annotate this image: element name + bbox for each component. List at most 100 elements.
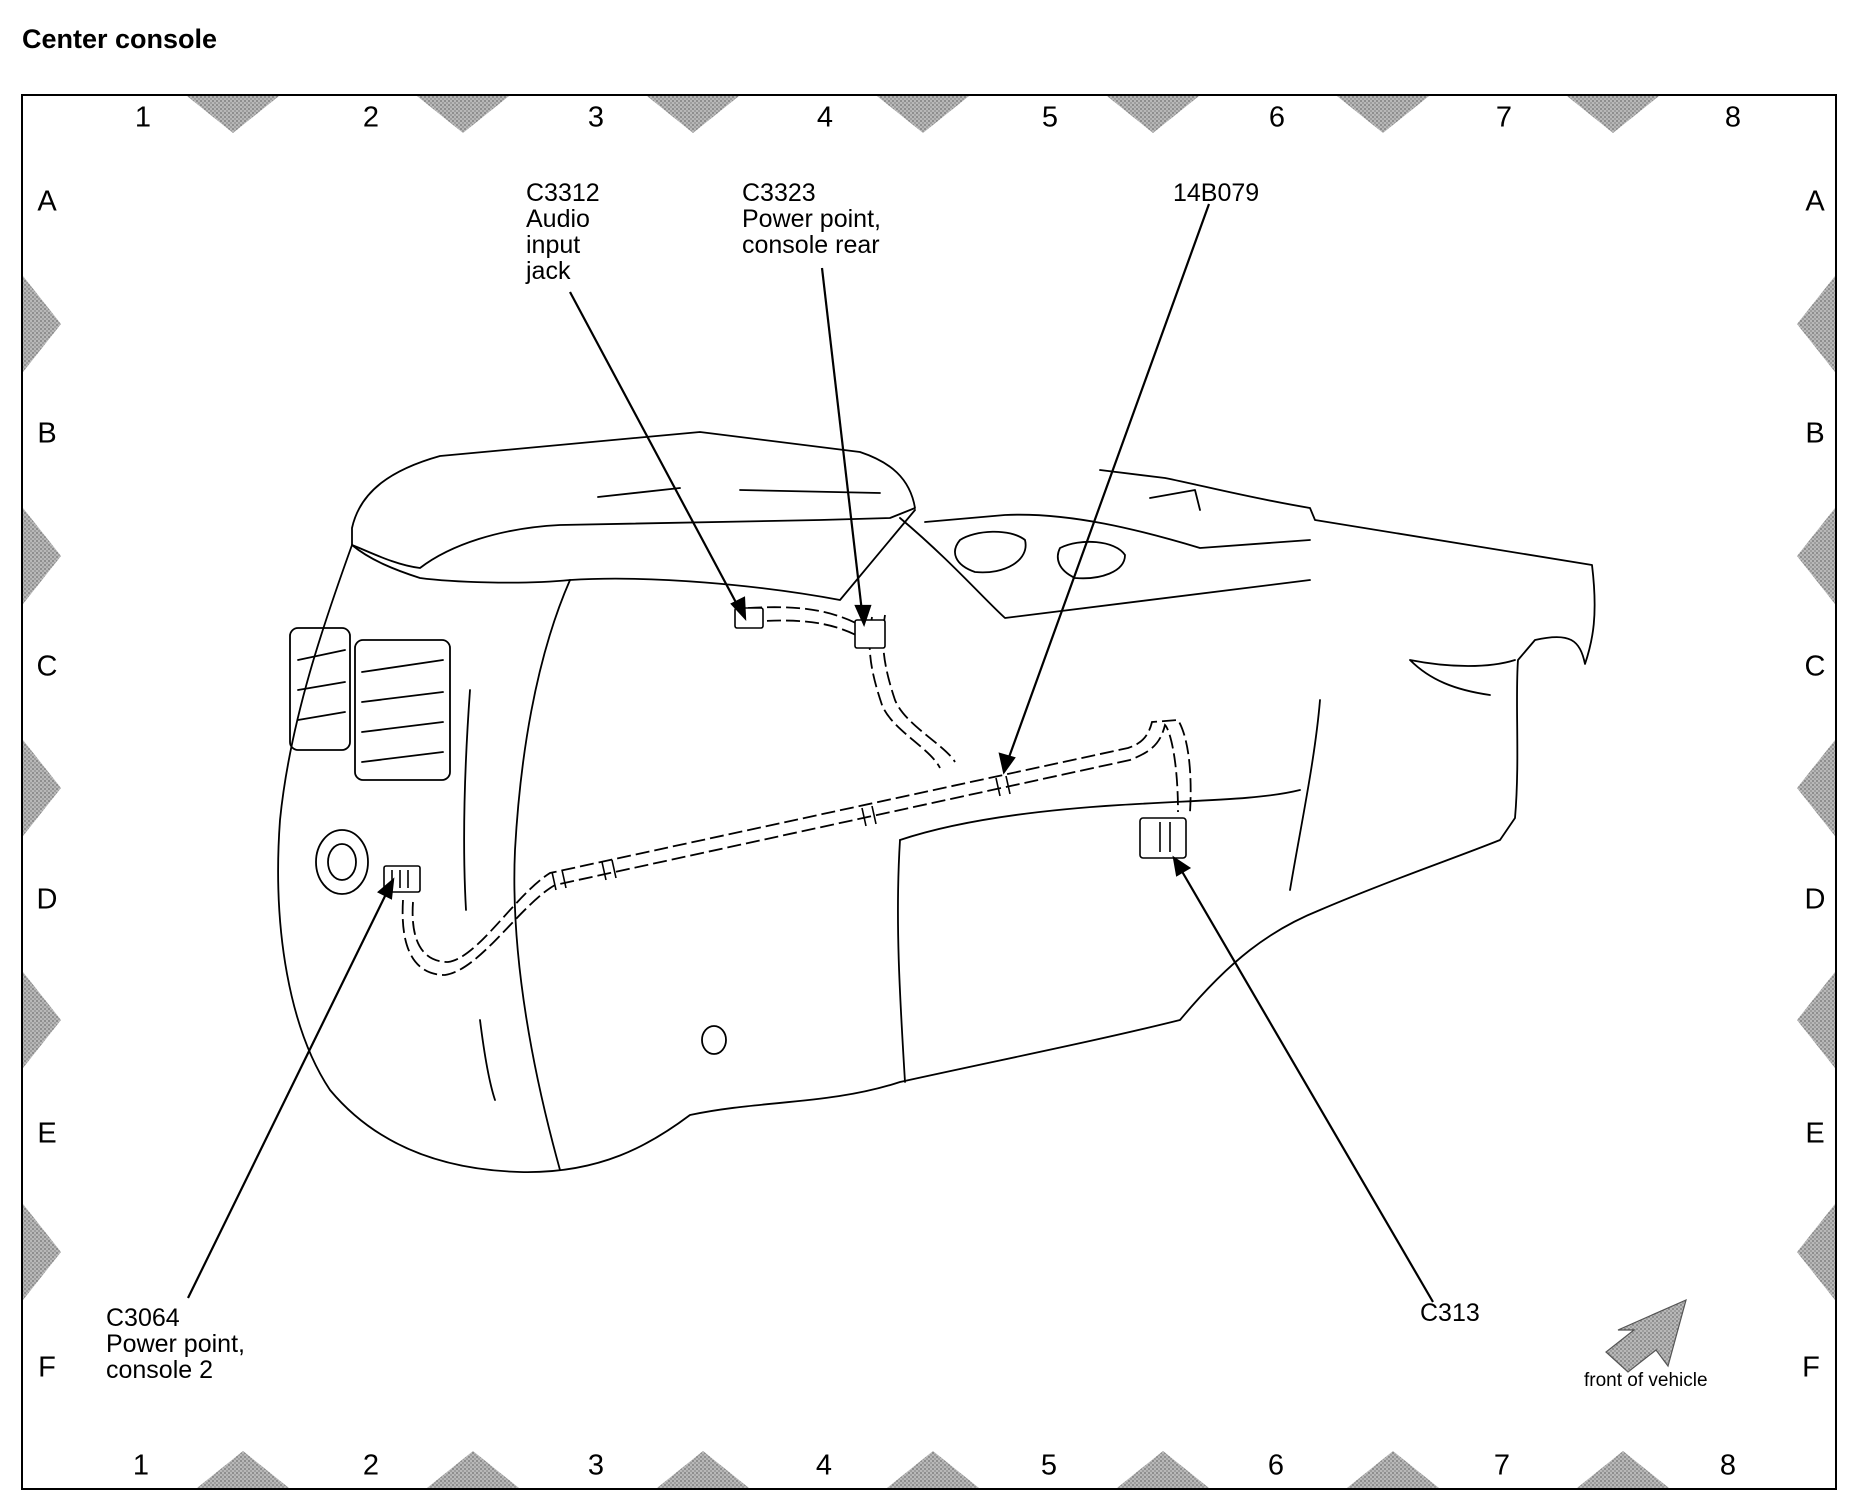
grid-col-bottom-1: 1 — [132, 1449, 150, 1482]
leader-c313 — [1179, 867, 1434, 1303]
diagram-frame — [21, 94, 1837, 1490]
grid-row-left-a: A — [37, 185, 57, 218]
callout-c3064: C3064 Power point, console 2 — [106, 1305, 245, 1383]
callout-c3323: C3323 Power point, console rear — [742, 180, 881, 258]
grid-marker-top-6 — [1337, 96, 1429, 133]
power-socket — [315, 829, 369, 895]
grid-marker-bottom-3 — [657, 1451, 749, 1488]
leader-14b079 — [1006, 203, 1211, 761]
grid-marker-top-3 — [647, 96, 739, 133]
grid-col-top-3: 3 — [587, 101, 605, 134]
grid-col-bottom-4: 4 — [815, 1449, 833, 1482]
grid-marker-left-2 — [23, 508, 61, 604]
grid-marker-bottom-7 — [1577, 1451, 1669, 1488]
front-lower-line — [1289, 699, 1321, 891]
callout-c3064-line-1: C3064 — [106, 1304, 180, 1332]
grid-marker-bottom-6 — [1347, 1451, 1439, 1488]
power-socket-inner — [327, 843, 357, 881]
grid-marker-bottom-1 — [197, 1451, 289, 1488]
grid-row-right-d: D — [1804, 883, 1826, 916]
grid-col-top-4: 4 — [816, 101, 834, 134]
grid-marker-right-4 — [1797, 972, 1835, 1068]
grid-markers — [23, 96, 1835, 1488]
front-scoop — [1409, 659, 1516, 696]
console-lid — [351, 431, 916, 569]
side-detail-lines — [463, 689, 496, 1101]
front-arrow-icon — [1605, 1298, 1687, 1373]
grid-marker-top-4 — [877, 96, 969, 133]
console-side-edge — [897, 839, 906, 1083]
grid-col-top-7: 7 — [1495, 101, 1513, 134]
cupholder-area — [924, 513, 1311, 549]
grid-marker-bottom-5 — [1117, 1451, 1209, 1488]
grid-col-bottom-7: 7 — [1493, 1449, 1511, 1482]
grid-marker-top-7 — [1567, 96, 1659, 133]
callout-c3323-line-1: C3323 — [742, 179, 816, 207]
callout-14b079: 14B079 — [1173, 180, 1259, 206]
grid-marker-left-1 — [23, 276, 61, 372]
callout-c313-line-1: C313 — [1420, 1299, 1480, 1327]
console-lid-seam — [351, 544, 571, 584]
console-outline — [277, 469, 1596, 1173]
grid-col-top-8: 8 — [1724, 101, 1742, 134]
leader-c3064 — [187, 889, 389, 1299]
grid-marker-top-5 — [1107, 96, 1199, 133]
callout-c3312-line-2: Audio — [526, 205, 590, 233]
grid-row-left-c: C — [36, 650, 58, 683]
cupholder-ring-2 — [1056, 540, 1126, 580]
grid-row-left-e: E — [37, 1117, 57, 1150]
callout-c3312-line-4: jack — [526, 257, 571, 285]
grid-marker-right-3 — [1797, 740, 1835, 836]
grid-marker-bottom-4 — [887, 1451, 979, 1488]
callout-c3312-line-3: input — [526, 231, 581, 259]
rear-vent-left — [289, 627, 351, 751]
leader-c3312 — [569, 291, 741, 611]
grid-row-right-a: A — [1805, 185, 1825, 218]
front-of-vehicle-label: front of vehicle — [1584, 1370, 1708, 1391]
callout-c3312-line-1: C3312 — [526, 179, 600, 207]
side-hole — [701, 1025, 727, 1055]
grid-col-bottom-6: 6 — [1267, 1449, 1285, 1482]
callout-c313: C313 — [1420, 1300, 1480, 1326]
console-lid-trim — [597, 487, 881, 498]
grid-col-top-6: 6 — [1268, 101, 1286, 134]
grid-col-top-5: 5 — [1041, 101, 1059, 134]
connector-c313 — [1139, 817, 1187, 859]
grid-marker-left-5 — [23, 1204, 61, 1300]
wire-harness-14b079 — [401, 606, 1192, 976]
leader-c3323 — [820, 267, 864, 613]
console-side-panel — [899, 789, 1301, 841]
grid-row-left-d: D — [36, 883, 58, 916]
rear-vent-louvers — [297, 649, 444, 763]
callout-c3064-line-2: Power point, — [106, 1330, 245, 1358]
console-top-edge — [569, 509, 1311, 619]
grid-marker-top-1 — [187, 96, 279, 133]
grid-col-bottom-2: 2 — [362, 1449, 380, 1482]
grid-marker-left-4 — [23, 972, 61, 1068]
center-console — [277, 431, 1596, 1173]
grid-col-top-2: 2 — [362, 101, 380, 134]
console-rear-edge — [513, 579, 571, 1171]
connectors — [383, 607, 1187, 893]
grid-marker-left-3 — [23, 740, 61, 836]
connector-c313-ribs — [1159, 822, 1171, 852]
grid-marker-right-1 — [1797, 276, 1835, 372]
grid-marker-right-2 — [1797, 508, 1835, 604]
grid-row-left-f: F — [38, 1351, 56, 1384]
grid-row-right-f: F — [1802, 1351, 1820, 1384]
callout-c3323-line-3: console rear — [742, 231, 880, 259]
cupholder-ring-1 — [954, 530, 1027, 574]
callout-c3323-line-2: Power point, — [742, 205, 881, 233]
grid-row-right-b: B — [1805, 417, 1825, 450]
grid-col-bottom-3: 3 — [587, 1449, 605, 1482]
grid-marker-right-5 — [1797, 1204, 1835, 1300]
grid-row-right-c: C — [1804, 650, 1826, 683]
rear-tray-edge — [1149, 489, 1201, 511]
grid-row-left-b: B — [37, 417, 57, 450]
rear-vent-right — [354, 639, 451, 781]
grid-col-top-1: 1 — [134, 101, 152, 134]
callout-14b079-line-1: 14B079 — [1173, 179, 1260, 207]
grid-marker-bottom-2 — [427, 1451, 519, 1488]
harness-bands — [551, 775, 1011, 891]
